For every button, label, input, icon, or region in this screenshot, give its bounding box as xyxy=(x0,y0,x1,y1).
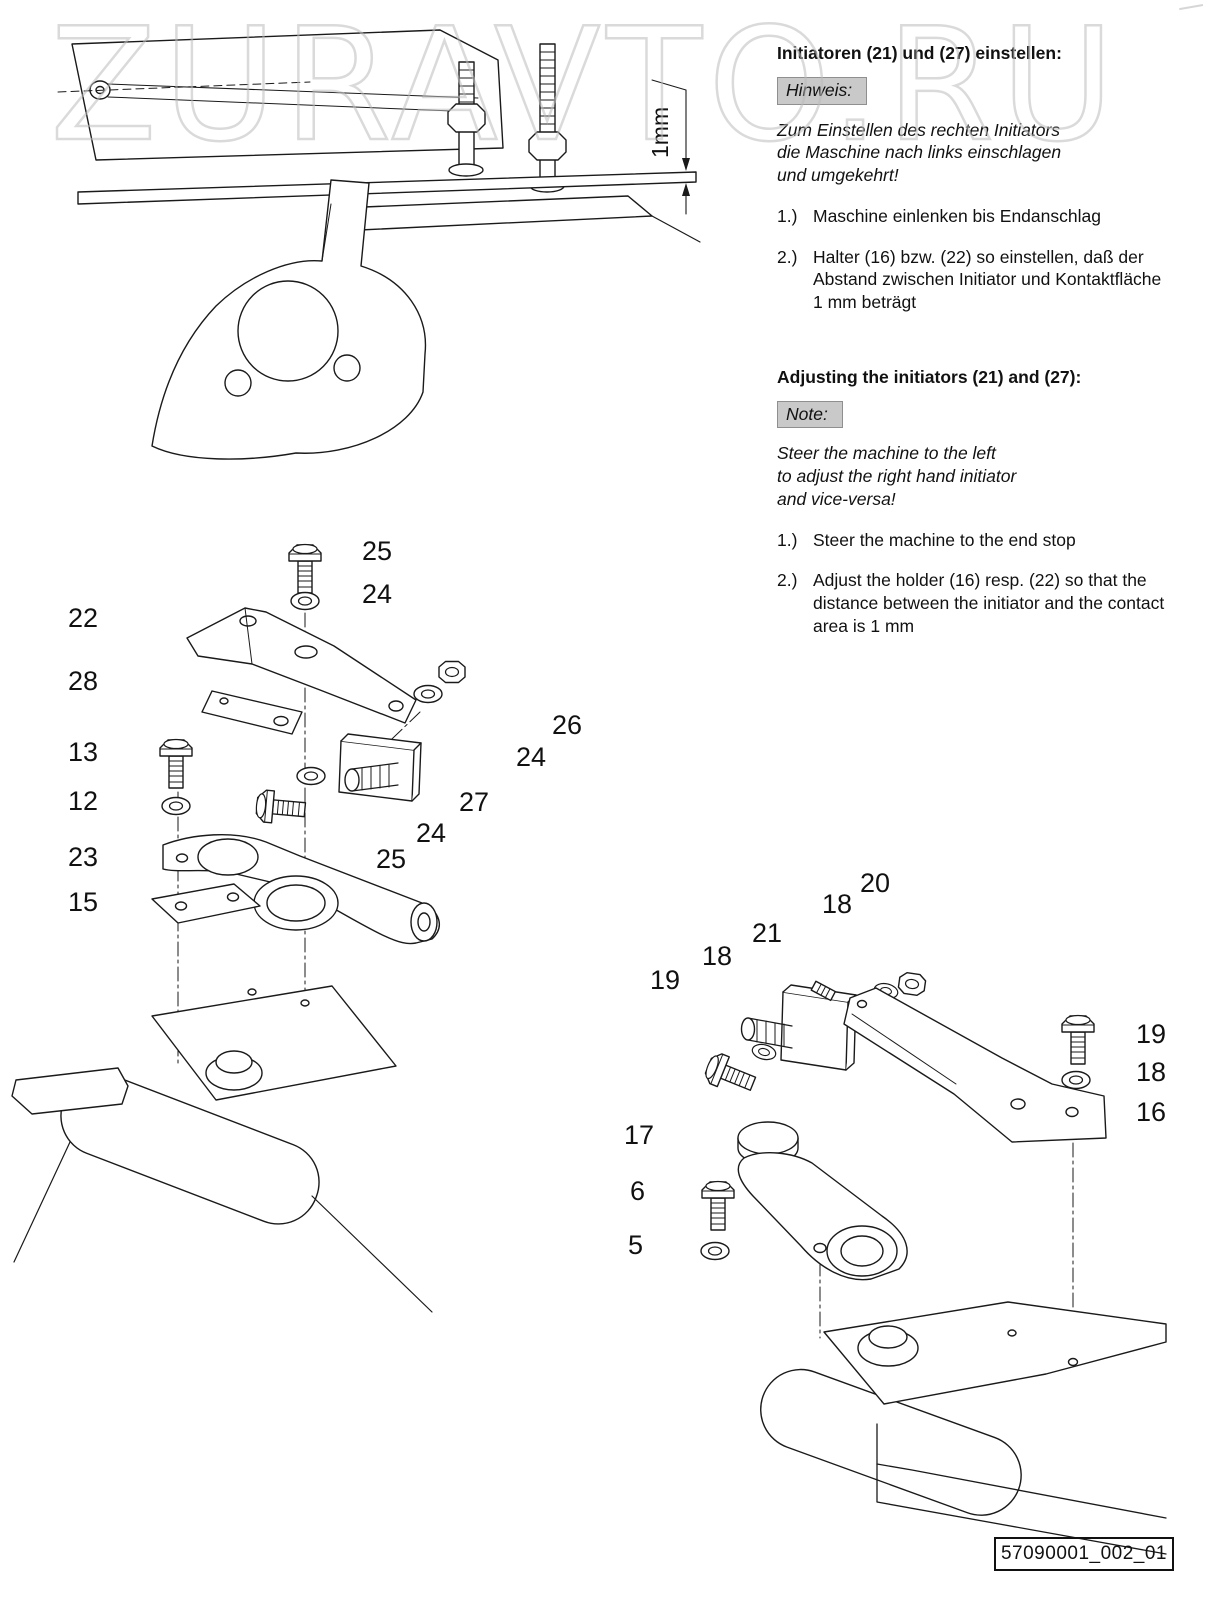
part-label: 13 xyxy=(68,737,98,767)
part-bracket-23 xyxy=(162,834,440,945)
dimension-1mm xyxy=(651,79,690,215)
part-label: 27 xyxy=(459,787,489,817)
part-initiator-27 xyxy=(338,733,422,802)
step-number: 1.) xyxy=(777,205,798,226)
part-nut-20 xyxy=(896,971,928,997)
step-de-2: 2.) Halter (16) bzw. (22) so einstellen,… xyxy=(777,246,1169,314)
step-number: 1.) xyxy=(777,529,798,550)
part-label: 25 xyxy=(362,536,392,566)
part-label: 16 xyxy=(1136,1097,1166,1127)
part-bolt-19b xyxy=(1061,1014,1095,1065)
part-label: 18 xyxy=(822,889,852,919)
step-text: Steer the machine to the end stop xyxy=(813,529,1076,550)
heading-en: Adjusting the initiators (21) and (27): xyxy=(777,366,1082,387)
part-label: 24 xyxy=(362,579,392,609)
note-label-de: Hinweis: xyxy=(786,79,853,100)
part-bracket-22 xyxy=(186,607,417,724)
part-bolt-6 xyxy=(701,1180,735,1231)
machine-axle-right xyxy=(760,1301,1167,1555)
part-label: 15 xyxy=(68,887,98,917)
part-bolt-13 xyxy=(159,738,193,789)
section-english: Adjusting the initiators (21) and (27): … xyxy=(777,366,1169,638)
right-exploded-diagram xyxy=(700,971,1167,1555)
part-washer-24b xyxy=(413,684,443,704)
left-exploded-diagram xyxy=(11,543,466,1313)
part-label: 24 xyxy=(416,818,446,848)
part-label: 20 xyxy=(860,868,890,898)
part-label: 28 xyxy=(68,666,98,696)
part-label: 19 xyxy=(650,965,680,995)
part-bracket-16 xyxy=(843,987,1107,1143)
part-label: 22 xyxy=(68,603,98,633)
part-label: 6 xyxy=(630,1176,645,1206)
note-text-de: Zum Einstellen des rechten Initiators di… xyxy=(777,119,1062,186)
part-plate-28 xyxy=(201,690,303,735)
part-label: 18 xyxy=(1136,1057,1166,1087)
steering-arm xyxy=(737,1152,908,1281)
step-text: Maschine einlenken bis Endanschlag xyxy=(813,205,1101,226)
stud-bolt xyxy=(447,61,486,177)
contact-bar xyxy=(77,171,697,205)
base-plate xyxy=(71,29,504,161)
part-washer-18c xyxy=(1061,1070,1091,1090)
part-bolt-25 xyxy=(288,543,322,594)
section-german: Initiatoren (21) und (27) einstellen: Hi… xyxy=(777,42,1169,314)
step-number: 2.) xyxy=(777,570,798,591)
stud-bolt-long xyxy=(528,43,567,193)
machine-axle-left xyxy=(11,985,433,1313)
part-label: 23 xyxy=(68,842,98,872)
note-box-en: Note: xyxy=(777,400,843,429)
part-label: 25 xyxy=(376,844,406,874)
part-plate-15 xyxy=(151,883,261,924)
doc-code-box: 57090001_002_01 xyxy=(994,1537,1174,1571)
part-label: 5 xyxy=(628,1230,643,1260)
part-label: 19 xyxy=(1136,1019,1166,1049)
note-box-de: Hinweis: xyxy=(777,76,868,105)
note-label-en: Note: xyxy=(786,403,828,424)
part-label: 26 xyxy=(552,710,582,740)
part-bolt-25b xyxy=(254,788,307,827)
part-washer-24c xyxy=(296,766,326,786)
part-label: 21 xyxy=(752,918,782,948)
step-number: 2.) xyxy=(777,246,798,267)
step-de-1: 1.) Maschine einlenken bis Endanschlag xyxy=(777,205,1169,228)
part-nut-26 xyxy=(438,660,466,684)
part-bolt-19a xyxy=(701,1050,760,1100)
instructions-column: Initiatoren (21) und (27) einstellen: Hi… xyxy=(777,42,1169,638)
part-label: 18 xyxy=(702,941,732,971)
part-washer-24 xyxy=(290,591,320,611)
part-label: 17 xyxy=(624,1120,654,1150)
step-text: Adjust the holder (16) resp. (22) so tha… xyxy=(813,570,1165,636)
step-en-2: 2.) Adjust the holder (16) resp. (22) so… xyxy=(777,569,1169,637)
part-label: 24 xyxy=(516,742,546,772)
step-text: Halter (16) bzw. (22) so einstellen, daß… xyxy=(813,246,1162,313)
dimension-label: 1mm xyxy=(647,107,673,158)
part-label: 12 xyxy=(68,786,98,816)
doc-code-text: 57090001_002_01 xyxy=(1000,1543,1167,1564)
step-en-1: 1.) Steer the machine to the end stop xyxy=(777,529,1169,552)
note-text-en: Steer the machine to the left to adjust … xyxy=(777,443,1017,509)
heading-de: Initiatoren (21) und (27) einstellen: xyxy=(777,43,1062,63)
top-assembly-drawing xyxy=(57,29,701,460)
part-washer-5 xyxy=(700,1241,730,1261)
part-washer-12 xyxy=(161,796,191,816)
